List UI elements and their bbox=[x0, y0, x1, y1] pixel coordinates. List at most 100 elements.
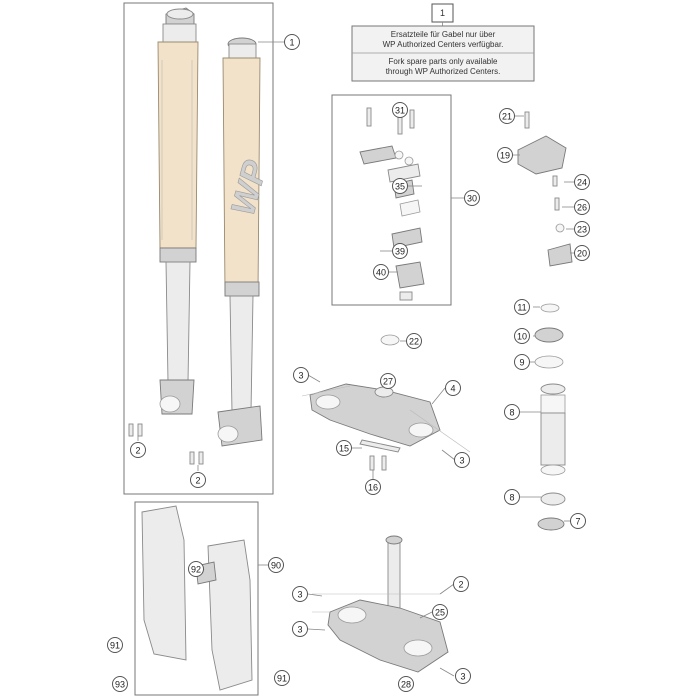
fork-leg-right-illustration: WP bbox=[217, 37, 275, 447]
callout-number: 11 bbox=[517, 303, 526, 313]
callout-circle bbox=[454, 452, 470, 468]
callout-number: 26 bbox=[577, 203, 587, 213]
callout-circle bbox=[464, 190, 480, 206]
callout-90: 90 bbox=[268, 557, 284, 573]
callout-number: 35 bbox=[395, 182, 405, 192]
callout-number: 93 bbox=[115, 680, 125, 690]
callout-circle bbox=[188, 561, 204, 577]
small-screws-left-illustration bbox=[128, 423, 204, 465]
callout-number: 8 bbox=[509, 408, 514, 418]
callout-3: 3 bbox=[292, 586, 308, 602]
clamp-kit-parts-illustration bbox=[359, 107, 425, 301]
callout-circle bbox=[574, 221, 590, 237]
fork-protectors-illustration bbox=[141, 505, 253, 691]
callout-92: 92 bbox=[188, 561, 204, 577]
callout-19: 19 bbox=[497, 147, 513, 163]
callout-number: 30 bbox=[467, 194, 477, 204]
upper-triple-clamp-illustration bbox=[301, 334, 471, 471]
callout-circle bbox=[107, 637, 123, 653]
callout-39: 39 bbox=[392, 243, 408, 259]
callout-circle bbox=[392, 178, 408, 194]
callout-circle bbox=[268, 557, 284, 573]
callout-circle bbox=[432, 604, 448, 620]
leader-lines bbox=[137, 41, 574, 677]
callout-circle bbox=[292, 621, 308, 637]
callout-28: 28 bbox=[398, 676, 414, 692]
callout-circle bbox=[574, 199, 590, 215]
callout-number: 15 bbox=[339, 444, 349, 454]
callout-number: 3 bbox=[297, 590, 302, 600]
callout-number: 21 bbox=[502, 112, 512, 122]
callout-35: 35 bbox=[392, 178, 408, 194]
callout-26: 26 bbox=[574, 199, 590, 215]
callout-labels: 1223130353940211924262320221110988732741… bbox=[107, 34, 590, 692]
lower-triple-clamp-illustration bbox=[312, 535, 449, 673]
callout-91: 91 bbox=[107, 637, 123, 653]
callout-number: 40 bbox=[376, 268, 386, 278]
callout-number: 16 bbox=[368, 483, 378, 493]
callout-circle bbox=[504, 489, 520, 505]
notice-english-line-1: Fork spare parts only available bbox=[389, 57, 498, 66]
spare-parts-notice: 1 Ersatzteile für Gabel nur über WP Auth… bbox=[351, 3, 535, 82]
callout-2: 2 bbox=[190, 472, 206, 488]
callout-number: 24 bbox=[577, 178, 587, 188]
callout-circle bbox=[373, 264, 389, 280]
callout-circle bbox=[112, 676, 128, 692]
callout-3: 3 bbox=[454, 452, 470, 468]
callout-circle bbox=[574, 174, 590, 190]
callout-number: 23 bbox=[577, 225, 587, 235]
callout-15: 15 bbox=[336, 440, 352, 456]
callout-9: 9 bbox=[514, 354, 530, 370]
callout-93: 93 bbox=[112, 676, 128, 692]
callout-number: 39 bbox=[395, 247, 405, 257]
callout-2: 2 bbox=[453, 576, 469, 592]
callout-31: 31 bbox=[392, 102, 408, 118]
callout-23: 23 bbox=[574, 221, 590, 237]
fork-cap-illustration bbox=[517, 111, 573, 267]
callout-circle bbox=[190, 472, 206, 488]
callout-3: 3 bbox=[292, 621, 308, 637]
callout-circle bbox=[574, 245, 590, 261]
callout-number: 3 bbox=[459, 456, 464, 466]
callout-number: 19 bbox=[500, 151, 510, 161]
callout-number: 91 bbox=[110, 641, 120, 651]
callout-circle bbox=[130, 442, 146, 458]
fork-assembly-frame bbox=[123, 2, 274, 495]
callout-circle bbox=[514, 328, 530, 344]
callout-11: 11 bbox=[514, 299, 530, 315]
callout-circle bbox=[365, 479, 381, 495]
callout-3: 3 bbox=[293, 367, 309, 383]
callout-number: 25 bbox=[435, 608, 445, 618]
callout-number: 10 bbox=[517, 332, 527, 342]
callout-91: 91 bbox=[274, 670, 290, 686]
callout-circle bbox=[504, 404, 520, 420]
callout-30: 30 bbox=[464, 190, 480, 206]
callout-8: 8 bbox=[504, 489, 520, 505]
callout-10: 10 bbox=[514, 328, 530, 344]
callout-number: 9 bbox=[519, 358, 524, 368]
callout-number: 20 bbox=[577, 249, 587, 259]
callout-circle bbox=[499, 108, 515, 124]
steering-bearing-stack-illustration bbox=[534, 303, 566, 531]
callout-number: 4 bbox=[450, 384, 455, 394]
notice-german-line-2: WP Authorized Centers verfügbar. bbox=[383, 40, 504, 49]
callout-circle bbox=[392, 102, 408, 118]
callout-20: 20 bbox=[574, 245, 590, 261]
callout-number: 2 bbox=[135, 446, 140, 456]
callout-16: 16 bbox=[365, 479, 381, 495]
callout-number: 8 bbox=[509, 493, 514, 503]
callout-number: 91 bbox=[277, 674, 287, 684]
callout-circle bbox=[514, 354, 530, 370]
fork-leg-left-illustration bbox=[157, 7, 199, 415]
callout-circle bbox=[336, 440, 352, 456]
callout-circle bbox=[570, 513, 586, 529]
callout-number: 27 bbox=[383, 377, 393, 387]
callout-number: 3 bbox=[460, 672, 465, 682]
callout-25: 25 bbox=[432, 604, 448, 620]
fork-protector-frame bbox=[134, 501, 259, 696]
callout-circle bbox=[497, 147, 513, 163]
callout-22: 22 bbox=[406, 333, 422, 349]
callout-4: 4 bbox=[445, 380, 461, 396]
callout-circle bbox=[445, 380, 461, 396]
